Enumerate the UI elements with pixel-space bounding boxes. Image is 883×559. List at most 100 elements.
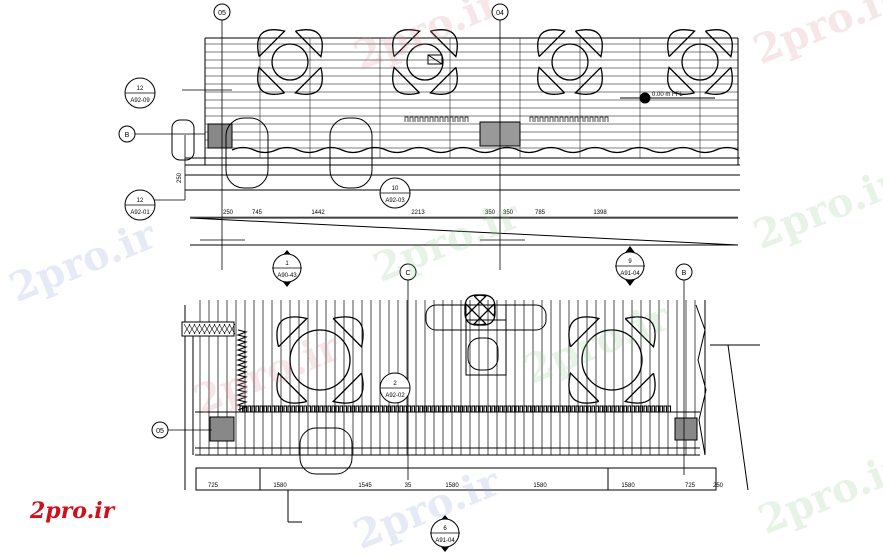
- table-chairs-set: [257, 29, 323, 95]
- chair: [332, 316, 364, 349]
- chair: [472, 303, 496, 326]
- svg-text:A91-04: A91-04: [435, 538, 455, 544]
- top-planter-hatch: [404, 116, 609, 122]
- hatch-line: [188, 323, 196, 335]
- dim-text: 350: [503, 210, 514, 216]
- chair: [537, 66, 566, 95]
- svg-text:05: 05: [218, 10, 226, 17]
- dim-text: 1545: [358, 483, 372, 489]
- brand-logo: 2pro.ir: [30, 498, 115, 524]
- grid-bubble-05-left: 05: [151, 421, 169, 439]
- hatch-line: [183, 323, 191, 335]
- svg-text:2: 2: [393, 381, 397, 387]
- bottom-slats: [199, 300, 696, 455]
- top-slats: [205, 38, 738, 158]
- grid-bubble-c: C: [399, 263, 417, 281]
- bin: [329, 117, 373, 189]
- dim-text: 2213: [411, 210, 425, 216]
- dim-text: 1580: [533, 483, 547, 489]
- chair: [276, 371, 308, 404]
- side-dim-text: 250: [177, 172, 183, 183]
- dim-text: 725: [685, 483, 696, 489]
- dim-text: 250: [223, 210, 234, 216]
- table-chairs-set: [464, 294, 496, 326]
- bottom-dimension-string: 725 1580 1545 35 1580 1580 1580 725 250: [208, 483, 724, 489]
- chair: [473, 294, 496, 318]
- top-seating: [257, 29, 733, 95]
- dim-text: 725: [208, 483, 219, 489]
- bin: [299, 427, 353, 475]
- dim-text: 1398: [593, 210, 607, 216]
- svg-text:04: 04: [496, 10, 504, 17]
- hatch-line: [193, 323, 201, 335]
- grid-bubble-b-left: B: [118, 125, 136, 143]
- svg-text:A92-02: A92-02: [385, 393, 405, 399]
- dim-text: 785: [535, 210, 546, 216]
- section-marker-6: 6 A91-04: [430, 515, 460, 552]
- bin: [225, 117, 269, 189]
- hatch-line: [218, 323, 226, 335]
- chair: [574, 29, 603, 58]
- chair: [429, 66, 458, 95]
- svg-text:1: 1: [285, 261, 289, 267]
- chair: [276, 316, 309, 348]
- detail-callout-3: 10 A92-03: [379, 177, 411, 209]
- chair: [537, 29, 566, 58]
- svg-text:9: 9: [628, 259, 632, 265]
- grid-lines: [135, 20, 685, 480]
- dim-text: 350: [485, 210, 496, 216]
- section-marker-1: 1 A90-43: [272, 250, 302, 287]
- top-wave-edge: [231, 146, 739, 154]
- table-chairs-set: [392, 29, 458, 95]
- chair: [257, 29, 286, 58]
- chair: [568, 371, 600, 404]
- chair: [257, 66, 286, 95]
- table: [271, 43, 309, 81]
- brick-hatch: [183, 323, 236, 335]
- hatch-line: [228, 323, 236, 335]
- detail-callout-2: 12 A92-01: [124, 189, 156, 221]
- svg-text:B: B: [682, 270, 687, 277]
- dim-text: 1580: [273, 483, 287, 489]
- svg-text:A90-43: A90-43: [277, 273, 297, 279]
- dim-text: 35: [405, 483, 412, 489]
- dim-text: 250: [713, 483, 724, 489]
- hatch-line: [208, 323, 216, 335]
- column-square: [209, 416, 235, 442]
- grid-bubble-05-top: 05: [213, 3, 231, 21]
- chair: [294, 66, 323, 95]
- table-chairs-set: [667, 29, 733, 95]
- bottom-seating: [276, 294, 656, 404]
- svg-text:A92-03: A92-03: [385, 198, 405, 204]
- bin: [171, 119, 195, 161]
- bottom-wave-edge: [239, 405, 672, 412]
- grid-bubble-04-top: 04: [491, 3, 509, 21]
- top-dimension-string: 250 745 1442 2213 350 350 785 1398: [190, 210, 738, 218]
- dim-text: 1580: [621, 483, 635, 489]
- section-marker-9: 9 A91-04: [615, 246, 645, 286]
- chair: [568, 316, 601, 348]
- svg-text:12: 12: [137, 86, 144, 92]
- chair: [704, 66, 733, 95]
- level-annotation: 0.00 m FFL: [652, 92, 683, 98]
- chair: [294, 29, 323, 58]
- chair: [667, 66, 696, 95]
- svg-text:12: 12: [137, 198, 144, 204]
- detail-callout-4: 2 A92-02: [379, 372, 411, 404]
- dim-text: 1442: [311, 210, 325, 216]
- hatch-line: [223, 323, 231, 335]
- chair: [392, 66, 421, 95]
- chair: [429, 29, 458, 58]
- svg-text:A92-09: A92-09: [130, 98, 150, 104]
- detail-callout-1: 12 A92-09: [124, 77, 156, 109]
- top-plan: [171, 37, 740, 246]
- chair: [624, 316, 656, 349]
- table: [406, 43, 444, 81]
- column-square: [674, 417, 698, 441]
- chair: [392, 29, 421, 58]
- chair: [667, 29, 696, 58]
- svg-text:B: B: [125, 132, 130, 139]
- table-chairs-set: [276, 316, 364, 404]
- hatch-line: [198, 323, 206, 335]
